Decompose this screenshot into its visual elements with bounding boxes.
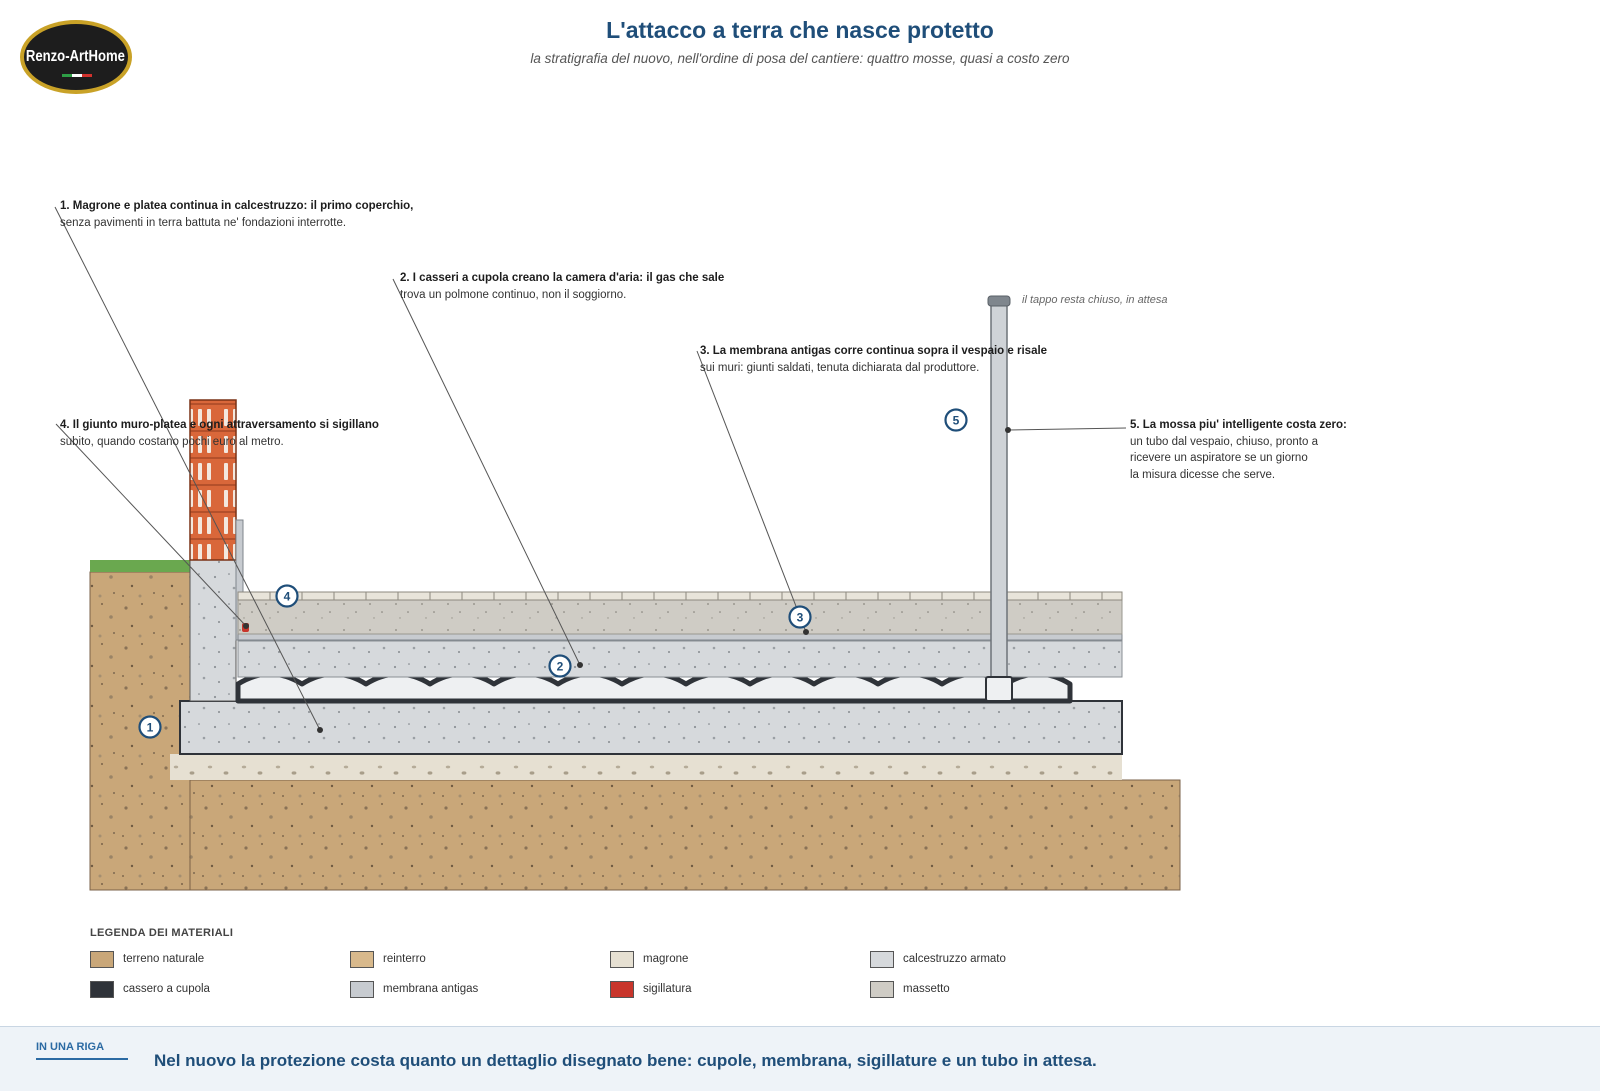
lean-concrete-layer	[170, 754, 1122, 780]
legend-label: reinterro	[383, 953, 426, 965]
footer-tag: IN UNA RIGA	[36, 1041, 128, 1060]
leader-lines	[54, 206, 1127, 731]
screed-layer	[237, 599, 1123, 635]
legend-label: calcestruzzo armato	[903, 953, 1006, 965]
legend-label: terreno naturale	[123, 953, 205, 965]
marker-4: 4	[275, 584, 299, 608]
svg-text:4: 4	[284, 590, 291, 604]
legend-item-magrone: magrone	[610, 949, 688, 969]
marker-3: 3	[788, 605, 812, 629]
svg-text:3: 3	[797, 611, 804, 625]
legend-item-sigillatura: sigillatura	[610, 979, 692, 999]
dome-formwork-row	[235, 671, 1073, 704]
marker-5: 5	[944, 408, 968, 432]
legend-swatch-lean-concrete	[610, 950, 634, 968]
legend-item-reinterro: reinterro	[350, 949, 426, 969]
callout-1-body: senza pavimenti in terra battuta ne' fon…	[60, 216, 347, 229]
legend-swatch-screed	[870, 980, 894, 998]
callout-4-body: subito, quando costano pochi euro al met…	[60, 435, 284, 448]
svg-text:2: 2	[557, 660, 564, 674]
callout-2-heading: 2. I casseri a cupola creano la camera d…	[400, 272, 725, 284]
floor-finish	[237, 591, 1123, 601]
legend-label: cassero a cupola	[123, 983, 210, 995]
callout-5-body-line-2: ricevere un aspiratore se un giorno	[1130, 452, 1308, 464]
foundation-section-diagram: 1 2 3 4 5	[54, 206, 1181, 891]
brick-wall	[189, 399, 237, 561]
page-subtitle: la stratigrafia del nuovo, nell'ordine d…	[530, 51, 1070, 66]
callout-2-body: trova un polmone continuo, non il soggio…	[400, 288, 627, 301]
legend-item-membrana-antigas: membrana antigas	[350, 979, 478, 999]
legend-label: membrana antigas	[383, 983, 479, 995]
legend-swatch-soil	[90, 950, 114, 968]
grass-strip	[90, 560, 190, 572]
legend-item-cassero-a-cupola: cassero a cupola	[90, 979, 210, 999]
logo-text: Renzo-ArtHome	[26, 48, 125, 65]
legend-item-terreno-naturale: terreno naturale	[90, 949, 204, 969]
leader-5	[1007, 427, 1127, 431]
brand-logo: Renzo-ArtHome	[20, 20, 132, 94]
leader-1	[54, 206, 321, 731]
upper-concrete-slab	[237, 640, 1123, 678]
legend-item-calcestruzzo-armato: calcestruzzo armato	[870, 949, 1006, 969]
legend-swatch-backfill	[350, 950, 374, 968]
leader-4	[55, 423, 247, 627]
callout-5-body-line-3: la misura dicesse che serve.	[1130, 468, 1276, 481]
legend-swatch-sealant	[610, 980, 634, 998]
legend-swatch-dome	[90, 980, 114, 998]
marker-2: 2	[548, 654, 572, 678]
legend-label: massetto	[903, 983, 950, 995]
standby-vent-pipe	[985, 295, 1013, 702]
marker-1: 1	[138, 715, 162, 739]
callout-5: 5. La mossa piu' intelligente costa zero…	[1130, 417, 1347, 483]
callout-1: 1. Magrone e platea continua in calcestr…	[60, 198, 413, 231]
footer-text: Nel nuovo la protezione costa quanto un …	[154, 1051, 1097, 1070]
callout-3-heading: 3. La membrana antigas corre continua so…	[700, 345, 1048, 357]
foundation-wall	[189, 559, 237, 702]
callout-4: 4. Il giunto muro-platea e ogni attraver…	[60, 417, 379, 450]
summary-footer: IN UNA RIGA Nel nuovo la protezione cost…	[0, 1026, 1600, 1091]
legend-label: sigillatura	[643, 983, 692, 995]
callout-4-heading: 4. Il giunto muro-platea e ogni attraver…	[60, 419, 379, 431]
natural-soil-bottom	[189, 779, 1181, 891]
legend-swatch-membrane	[350, 980, 374, 998]
svg-text:1: 1	[147, 721, 154, 735]
leader-2	[392, 278, 581, 666]
callout-5-body-line-1: un tubo dal vespaio, chiuso, pronto a	[1130, 435, 1318, 448]
callout-3-body: sui muri: giunti saldati, tenuta dichiar…	[700, 361, 980, 374]
raft-slab	[179, 700, 1123, 755]
leader-3	[696, 350, 807, 633]
gas-membrane	[237, 633, 1123, 641]
svg-text:5: 5	[953, 414, 960, 428]
legend-swatch-concrete	[870, 950, 894, 968]
callout-5-heading: 5. La mossa piu' intelligente costa zero…	[1130, 419, 1347, 431]
legend-item-massetto: massetto	[870, 979, 950, 999]
leader-dots	[243, 427, 1011, 733]
pipe-cap-note: il tappo resta chiuso, in attesa	[1022, 294, 1168, 306]
legend-title: LEGENDA DEI MATERIALI	[90, 927, 234, 939]
callout-3: 3. La membrana antigas corre continua so…	[700, 343, 1047, 376]
callout-1-heading: 1. Magrone e platea continua in calcestr…	[60, 200, 414, 212]
legend-label: magrone	[643, 953, 689, 965]
page-title: L'attacco a terra che nasce protetto	[606, 17, 994, 43]
callout-2: 2. I casseri a cupola creano la camera d…	[400, 270, 724, 303]
